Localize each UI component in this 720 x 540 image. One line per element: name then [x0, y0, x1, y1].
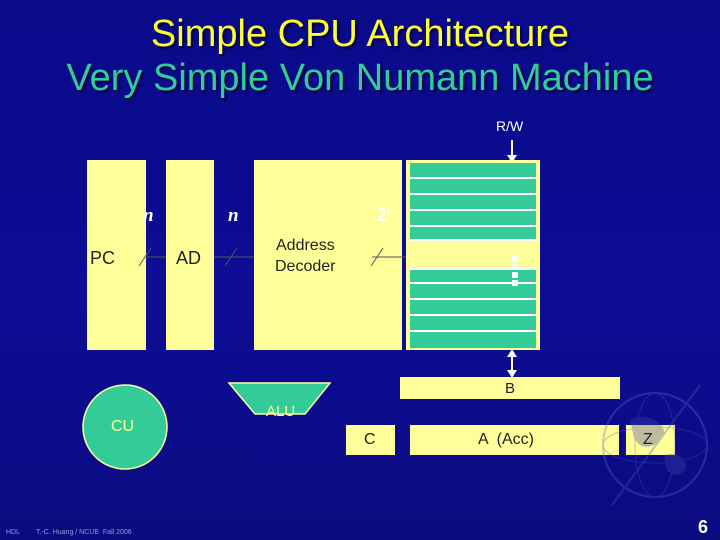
ellipsis-dot: [512, 272, 518, 278]
rw-label: R/W: [496, 118, 524, 134]
b-label: B: [505, 380, 516, 397]
memory-row: [410, 195, 536, 211]
pc-label: PC: [90, 248, 116, 268]
c-label: C: [364, 431, 376, 448]
memory-bus-arrow-up: [507, 349, 517, 357]
acc-register: [410, 425, 619, 455]
ad-label: AD: [176, 248, 202, 268]
two-n-label: 2n: [377, 205, 393, 226]
memory-row: [410, 300, 536, 316]
slide-title: Simple CPU Architecture: [150, 13, 570, 55]
memory-row: [410, 268, 536, 284]
ad-register: [166, 160, 214, 350]
memory-row: [410, 163, 536, 179]
rw-arrow-head: [507, 155, 517, 163]
two-n-exponent: n: [387, 205, 394, 217]
z-label: Z: [643, 431, 653, 448]
acc-label: A (Acc): [478, 431, 535, 448]
bus-pc-ad-slash: [138, 247, 152, 267]
cu-label: CU: [111, 418, 135, 435]
memory-row: [410, 211, 536, 227]
memory-row: [410, 179, 536, 195]
slide-subtitle: Very Simple Von Numann Machine: [66, 57, 654, 99]
n-label-ad-decoder: n: [228, 205, 239, 226]
decoder-label-line2: Decoder: [275, 258, 336, 275]
page-number: 6: [698, 517, 709, 537]
memory-row: [410, 332, 536, 348]
address-decoder: [254, 160, 402, 350]
z-register: [626, 425, 675, 455]
ellipsis-dot: [512, 256, 518, 262]
memory-row: [410, 227, 536, 241]
n-label-pc-ad: n: [143, 205, 154, 226]
c-register: [346, 425, 395, 455]
globe-decoration: [602, 384, 708, 506]
decoder-label-line1: Address: [276, 237, 335, 254]
footer-author: T.-C. Huang / NCUE Fall 2006: [36, 529, 132, 536]
alu-label: ALU: [266, 403, 296, 420]
footer-course: HDL: [6, 529, 21, 536]
memory-row: [410, 316, 536, 332]
alu-shape: [227, 382, 332, 415]
b-register: [400, 377, 620, 399]
ellipsis-dot: [512, 264, 518, 270]
ellipsis-dot: [512, 280, 518, 286]
bus-decoder-memory-slash: [370, 247, 384, 267]
pc-register: [87, 160, 146, 350]
memory-row: [410, 284, 536, 300]
cu-circle: [82, 384, 168, 470]
two-n-base: 2: [377, 205, 388, 225]
bus-ad-decoder-slash: [224, 247, 238, 267]
memory-bus-arrow-down: [507, 370, 517, 378]
